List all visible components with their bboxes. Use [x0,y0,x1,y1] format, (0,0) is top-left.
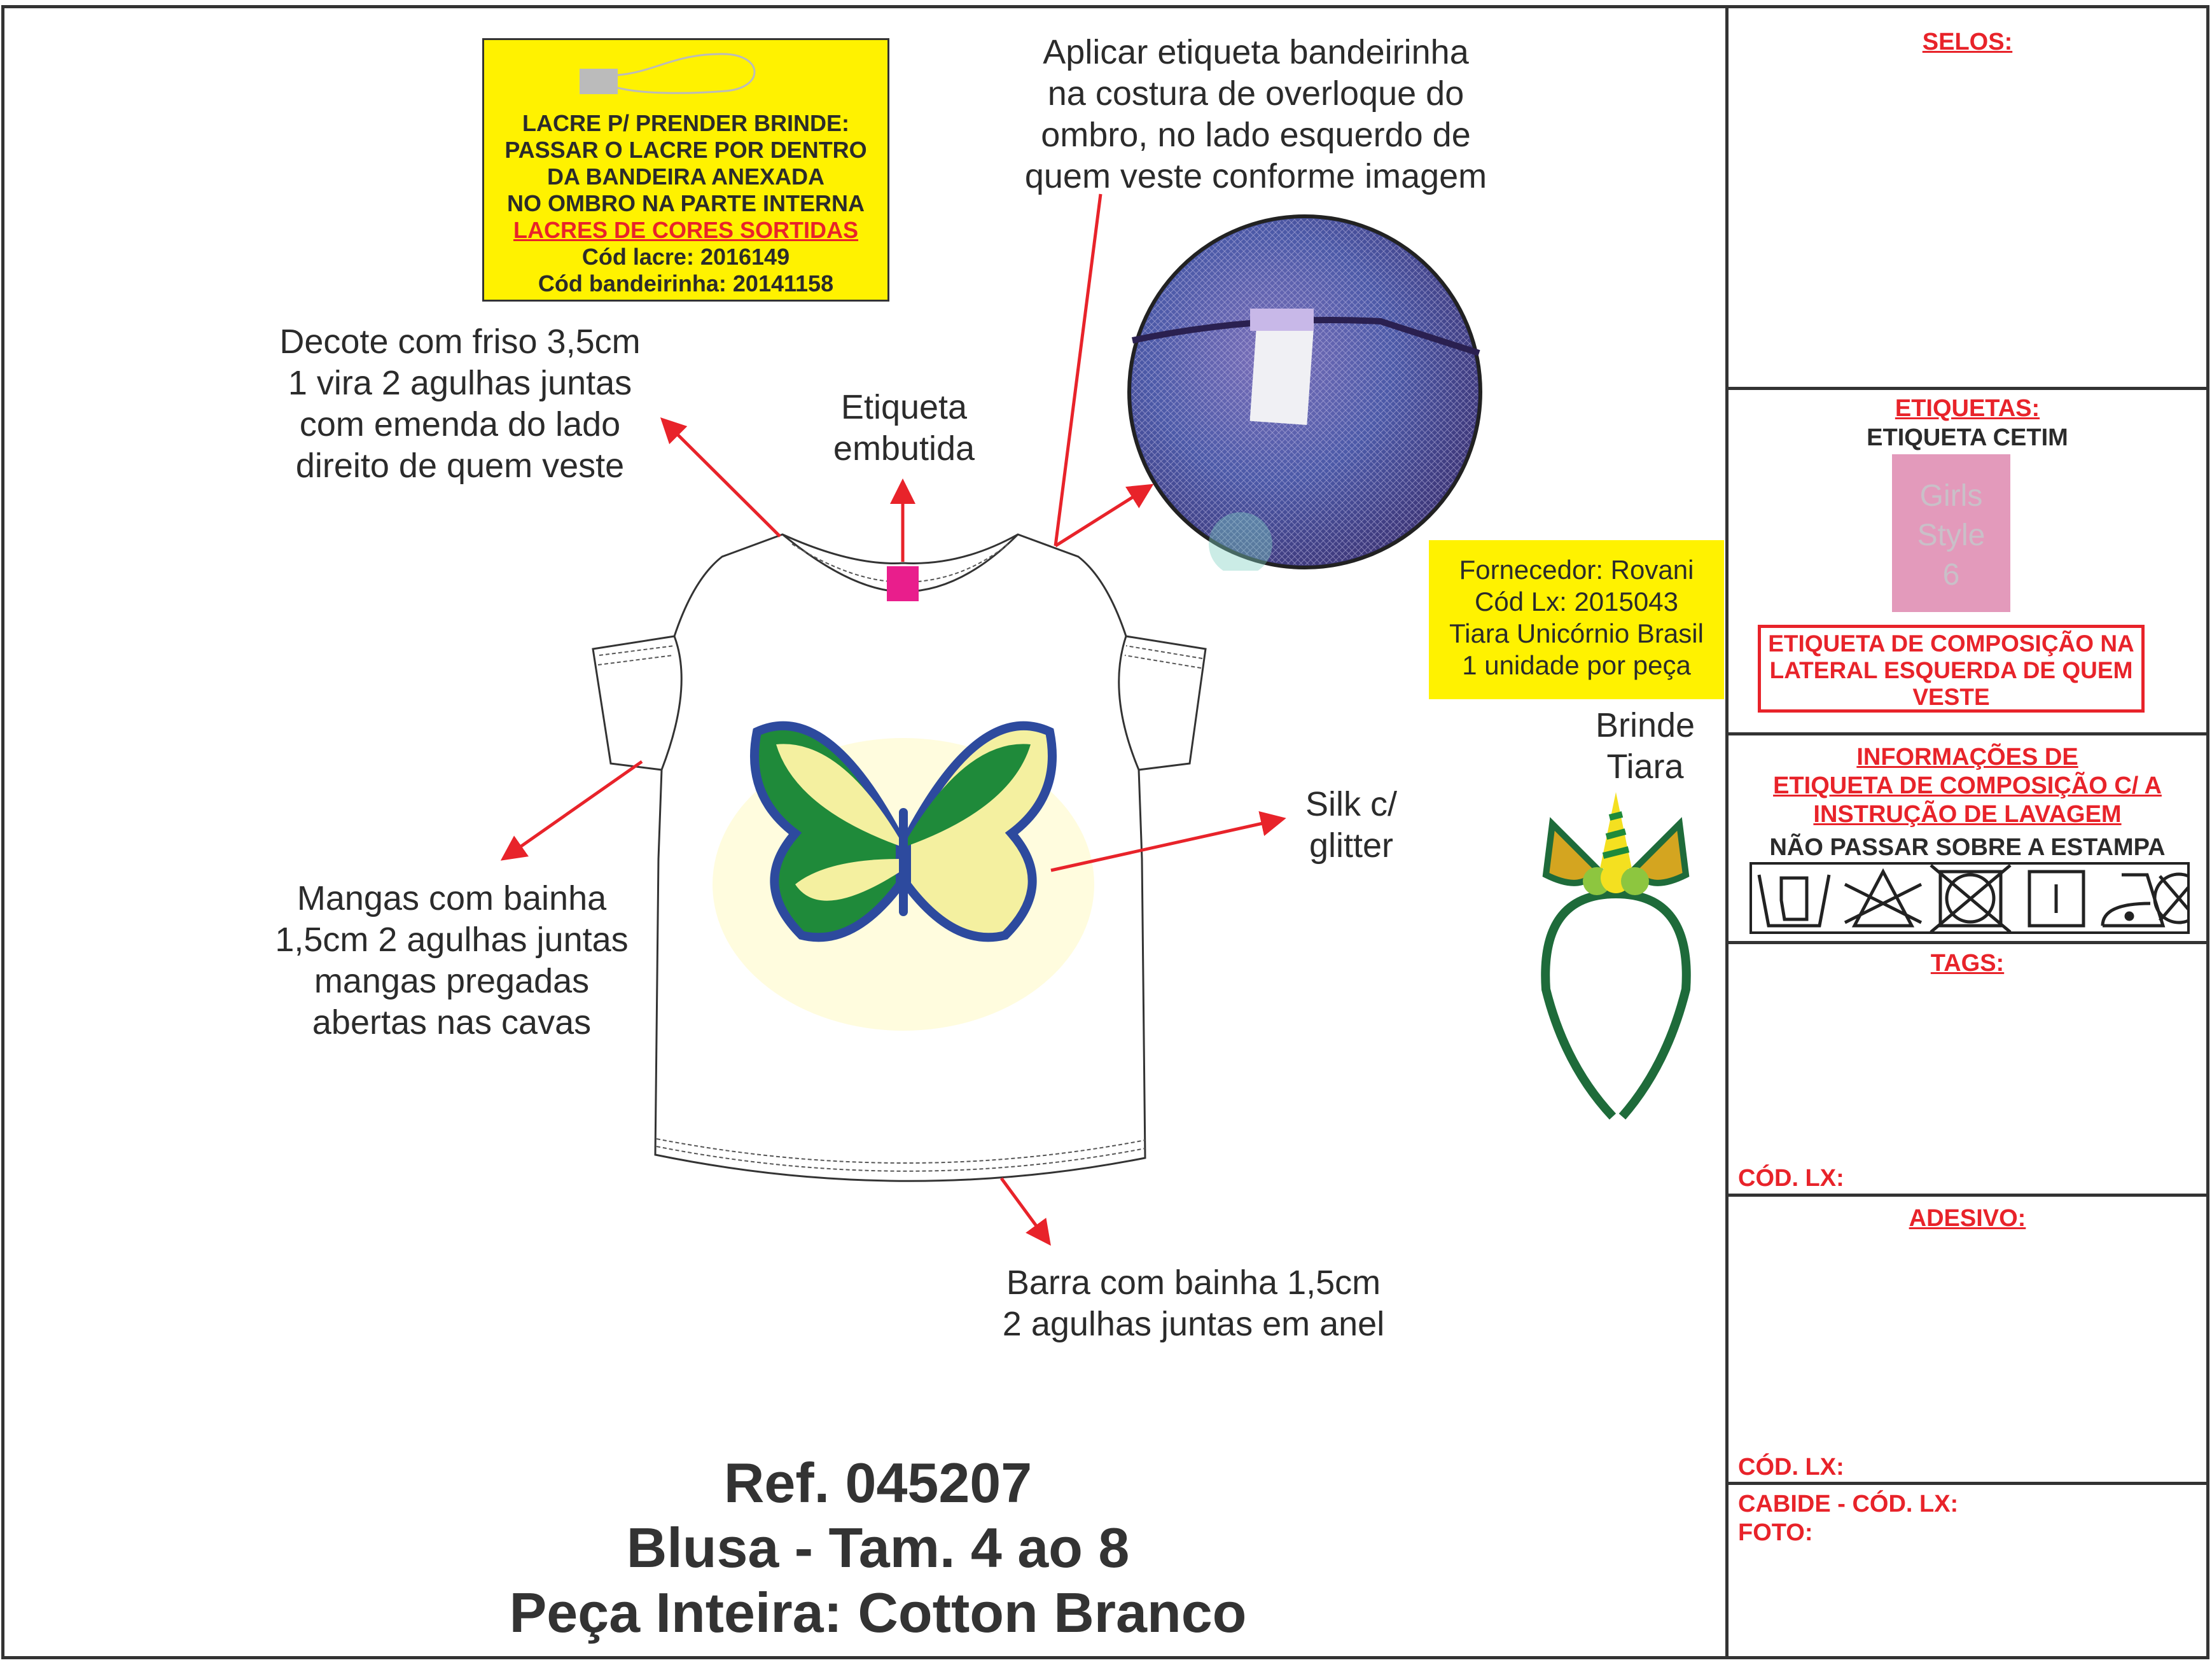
arrow-barra [999,1177,1051,1246]
adesivo-heading: ADESIVO: [1909,1205,2026,1232]
no-bleach-icon [1844,868,1923,928]
divider [1725,1482,2209,1485]
lacre-line: LACRE P/ PRENDER BRINDE: [522,110,850,136]
no-tumble-dry-icon [1930,864,2012,933]
divider [1725,1194,2209,1197]
adesivo-cod-lx: CÓD. LX: [1738,1454,1844,1480]
arrow-bandeirinha [1054,484,1154,548]
embedded-label-marker [887,566,919,601]
etiqueta-cetim: ETIQUETA CETIM [1867,424,2068,451]
no-dry-clean-icon [2153,872,2190,924]
lacre-seal-icon [580,53,756,94]
divider [1725,387,2209,390]
hand-wash-icon [1757,874,1831,928]
cod-lacre: Cód lacre: 2016149 [581,244,790,270]
lacre-info-box: LACRE P/ PRENDER BRINDE: PASSAR O LACRE … [482,38,889,302]
dry-flat-icon [2028,870,2085,928]
page-frame [1,5,2209,1659]
line-bandeirinha [1054,193,1103,547]
lacre-highlight: LACRES DE CORES SORTIDAS [513,217,859,243]
selos-heading: SELOS: [1922,29,2013,55]
care-symbols [1749,862,2190,934]
note-silk: Silk c/glitter [1305,785,1398,865]
arrow-decote [660,417,781,538]
tags-heading: TAGS: [1930,950,2005,977]
bandeirinha-photo [1127,214,1482,571]
panel-divider [1725,5,1729,1659]
ref-number: Ref. 045207 [723,1451,1033,1514]
lacre-line: NO OMBRO NA PARTE INTERNA [507,190,865,216]
tags-cod-lx: CÓD. LX: [1738,1165,1844,1192]
unicorn-tiara [1541,792,1691,1120]
tshirt-drawing [592,533,1207,1182]
lacre-line: DA BANDEIRA ANEXADA [546,164,824,190]
cabide-cod-lx: CABIDE - CÓD. LX: [1738,1491,1959,1517]
cod-bandeirinha: Cód bandeirinha: 20141158 [538,270,834,296]
butterfly-print [713,721,1094,1031]
foto-label: FOTO: [1738,1519,1813,1546]
nao-passar-text: NÃO PASSAR SOBRE A ESTAMPA [1769,834,2166,861]
arrow-mangas [500,760,643,861]
divider [1725,732,2209,735]
product-name: Blusa - Tam. 4 ao 8 [626,1516,1130,1579]
etiquetas-heading: ETIQUETAS: [1895,395,2040,422]
arrow-silk [1050,811,1286,872]
divider [1725,941,2209,944]
fabric: Peça Inteira: Cotton Branco [509,1581,1247,1644]
product-title: Ref. 045207 Blusa - Tam. 4 ao 8 Peça Int… [382,1451,1374,1645]
lacre-line: PASSAR O LACRE POR DENTRO [504,137,867,163]
